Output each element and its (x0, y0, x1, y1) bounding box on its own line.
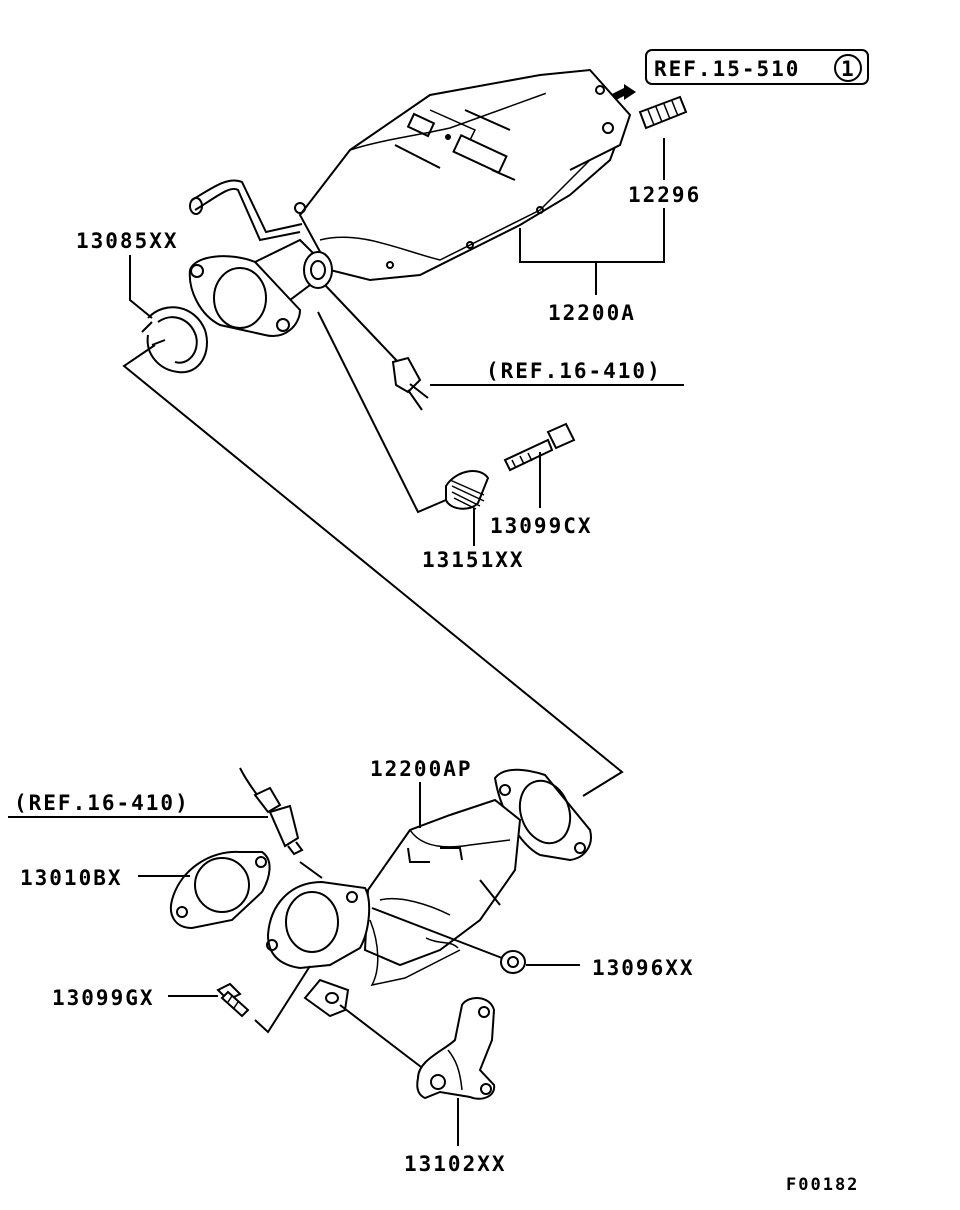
label-13085XX[interactable]: 13085XX (76, 229, 179, 253)
label-13096XX[interactable]: 13096XX (592, 956, 695, 980)
label-12296[interactable]: 12296 (628, 183, 701, 207)
gasket-icon (141, 306, 208, 374)
bolt-icon (216, 982, 250, 1018)
label-13099GX[interactable]: 13099GX (52, 986, 155, 1010)
ref-box-label: REF.15-510 (654, 57, 800, 81)
oxygen-sensor-icon (324, 284, 429, 411)
ref-upper-sensor[interactable]: (REF.16-410) (486, 359, 662, 383)
ref-lower-sensor[interactable]: (REF.16-410) (14, 791, 190, 815)
label-13102XX[interactable]: 13102XX (404, 1152, 507, 1176)
catalytic-converter-icon (266, 768, 592, 987)
label-13010BX[interactable]: 13010BX (20, 866, 123, 890)
label-12200AP[interactable]: 12200AP (370, 757, 473, 781)
spring-icon (445, 470, 490, 510)
stud-icon (638, 95, 688, 130)
ref-circle (834, 54, 862, 82)
label-13099CX[interactable]: 13099CX (490, 514, 593, 538)
ref-circle-number: 1 (841, 57, 856, 81)
ref-box-15-510[interactable]: REF.15-510 1 (645, 49, 869, 85)
bracket-icon (416, 997, 496, 1100)
gasket-icon (170, 850, 271, 930)
nut-icon (500, 950, 526, 974)
bolt-icon (503, 422, 576, 472)
label-12200A[interactable]: 12200A (548, 301, 636, 325)
arrow-right-icon (612, 84, 636, 101)
figure-code: F00182 (786, 1175, 859, 1195)
oxygen-sensor-icon (239, 767, 304, 856)
label-13151XX[interactable]: 13151XX (422, 548, 525, 572)
catalytic-converter-icon (188, 68, 632, 337)
